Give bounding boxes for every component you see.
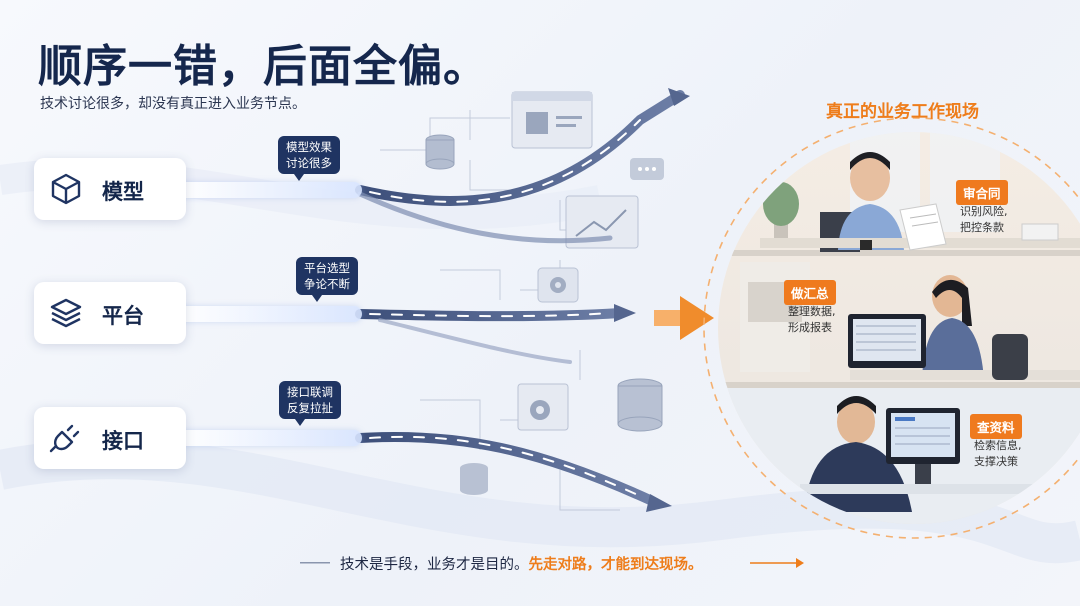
task-note-line: 检索信息, — [974, 439, 1022, 452]
task-note-line: 支撑决策 — [974, 455, 1018, 468]
card-interface[interactable]: 接口 — [34, 407, 186, 469]
bubble-line: 接口联调 — [287, 385, 333, 399]
footer-rule — [300, 562, 330, 564]
line-chart-icon — [565, 195, 639, 249]
task-note: 检索信息, 支撑决策 — [974, 438, 1022, 470]
arrowhead-icon — [668, 88, 690, 106]
speech-bubble: 平台选型 争论不断 — [296, 257, 358, 302]
app-window-icon — [511, 91, 593, 149]
page-title: 顺序一错，后面全偏。 — [38, 41, 488, 92]
page-subtitle: 技术讨论很多，却没有真正进入业务节点。 — [40, 96, 306, 112]
database-icon — [617, 378, 663, 432]
task-tag: 审合同 — [956, 180, 1008, 205]
road-stub — [182, 182, 362, 198]
road-interface — [355, 431, 655, 505]
road-stub — [182, 306, 362, 322]
card-label: 模型 — [102, 180, 144, 204]
footer-plain: 技术是手段，业务才是目的。 — [340, 557, 529, 573]
arrowhead-icon — [646, 494, 672, 512]
task-note: 整理数据, 形成报表 — [788, 304, 836, 336]
database-icon — [425, 134, 455, 170]
bubble-line: 平台选型 — [304, 261, 350, 275]
settings-window-icon — [517, 383, 569, 431]
arrowhead-icon — [614, 304, 636, 322]
card-platform[interactable]: 平台 — [34, 282, 186, 344]
task-note-line: 把控条款 — [960, 221, 1004, 234]
footer-highlight: 先走对路，才能到达现场。 — [528, 557, 703, 573]
speech-bubble: 接口联调 反复拉扯 — [279, 381, 341, 426]
scene-title: 真正的业务工作现场 — [826, 102, 979, 122]
layers-icon — [50, 298, 82, 328]
orange-arrow-icon — [654, 296, 714, 340]
card-label: 平台 — [102, 304, 144, 328]
task-note-line: 整理数据, — [788, 305, 836, 318]
gear-icon — [537, 267, 579, 303]
task-tag: 做汇总 — [784, 280, 836, 305]
task-tag: 查资料 — [970, 414, 1022, 439]
task-note: 识别风险, 把控条款 — [960, 204, 1008, 236]
bubble-line: 讨论很多 — [286, 156, 332, 170]
tech-flow-diagram — [355, 88, 690, 512]
footer-arrow-icon — [750, 558, 804, 568]
chat-bubble-icon — [630, 158, 664, 180]
footer-statement: 技术是手段，业务才是目的。先走对路，才能到达现场。 — [340, 553, 703, 574]
cube-icon — [51, 173, 81, 205]
card-label: 接口 — [102, 429, 144, 453]
bubble-line: 模型效果 — [286, 140, 332, 154]
task-note-line: 识别风险, — [960, 205, 1008, 218]
plug-icon — [49, 424, 80, 453]
bubble-line: 反复拉扯 — [287, 401, 333, 415]
database-icon — [460, 463, 488, 495]
speech-bubble: 模型效果 讨论很多 — [278, 136, 340, 181]
business-scene — [703, 117, 1080, 539]
task-note-line: 形成报表 — [788, 321, 832, 334]
card-model[interactable]: 模型 — [34, 158, 186, 220]
bubble-line: 争论不断 — [304, 277, 350, 291]
road-model-lower — [357, 191, 613, 244]
road-stub — [182, 430, 362, 446]
